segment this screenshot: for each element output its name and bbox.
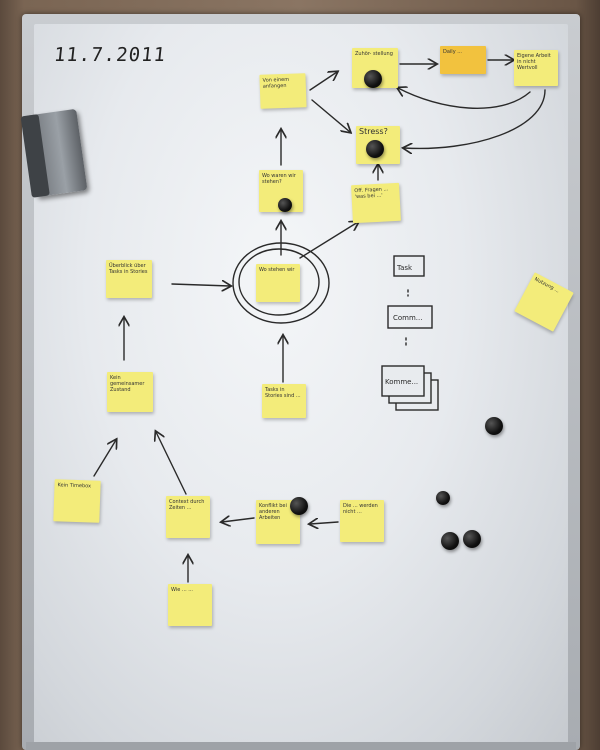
sketch-label-top: Task bbox=[396, 264, 413, 272]
magnet-stress[interactable] bbox=[366, 140, 384, 158]
sticky-note-ueberblick-tasks[interactable]: Überblick über Tasks in Stories bbox=[106, 260, 152, 298]
sticky-note-context[interactable]: Context durch Zeiten ... bbox=[166, 496, 210, 538]
arrow-start-to-stress bbox=[311, 99, 350, 132]
arrow-start-to-zuhoer bbox=[309, 72, 337, 91]
arrow-eigene-to-zuhoer bbox=[398, 88, 531, 109]
sticky-note-off-fragen[interactable]: Off. Fragen ... 'was bei ...' bbox=[351, 182, 401, 224]
arrow-right-to-konflikt bbox=[310, 522, 339, 524]
magnet-right-1[interactable] bbox=[485, 417, 503, 435]
sticky-note-wie[interactable]: Wie ... ... bbox=[168, 584, 212, 626]
magnet-right-4[interactable] bbox=[463, 530, 481, 548]
arrow-context-to-left-lower bbox=[156, 432, 187, 495]
circle-inner bbox=[238, 248, 320, 316]
magnet-right-3[interactable] bbox=[441, 532, 459, 550]
sticky-note-kein-gemeinsamer[interactable]: Kein gemeinsamer Zustand bbox=[107, 372, 153, 412]
sticky-note-die-werden-nicht[interactable]: Die ... werden nicht ... bbox=[340, 500, 384, 542]
sticky-note-wo-stehen-wir[interactable]: Wo stehen wir bbox=[256, 264, 300, 302]
marker-tray bbox=[26, 742, 576, 750]
sticky-note-daily[interactable]: Daily ... bbox=[440, 46, 486, 74]
sticky-note-tasks-in-stories[interactable]: Tasks in Stories sind ... bbox=[262, 384, 306, 418]
arrow-eigene-to-stress bbox=[404, 89, 546, 148]
sketch-label-mid: Comm... bbox=[393, 314, 422, 322]
sketch-box-mid bbox=[387, 305, 433, 329]
sticky-note-eigene-arbeit[interactable]: Eigene Arbeit in nicht Wertvoll bbox=[514, 50, 558, 86]
arrow-circle-to-off-fragen bbox=[299, 222, 358, 259]
arrow-bottom-left-to-left-lower bbox=[93, 440, 116, 477]
arrow-left-to-circle bbox=[171, 284, 230, 286]
sketch-box-stack-1 bbox=[381, 365, 425, 397]
magnet-right-2[interactable] bbox=[436, 491, 450, 505]
magnet-konflikt[interactable] bbox=[290, 497, 308, 515]
magnet-wo-waren[interactable] bbox=[278, 198, 292, 212]
circle-outer bbox=[232, 242, 330, 324]
sketch-label-bottom: Komme... bbox=[385, 378, 418, 386]
arrow-konflikt-to-context bbox=[222, 518, 255, 522]
sticky-note-kein-timebox[interactable]: Kein Timebox bbox=[53, 479, 101, 523]
sketch-box-top bbox=[393, 255, 425, 277]
magnet-zuhoer[interactable] bbox=[364, 70, 382, 88]
sticky-note-von-einem-anfangen[interactable]: Von einem anfangen bbox=[259, 73, 307, 109]
